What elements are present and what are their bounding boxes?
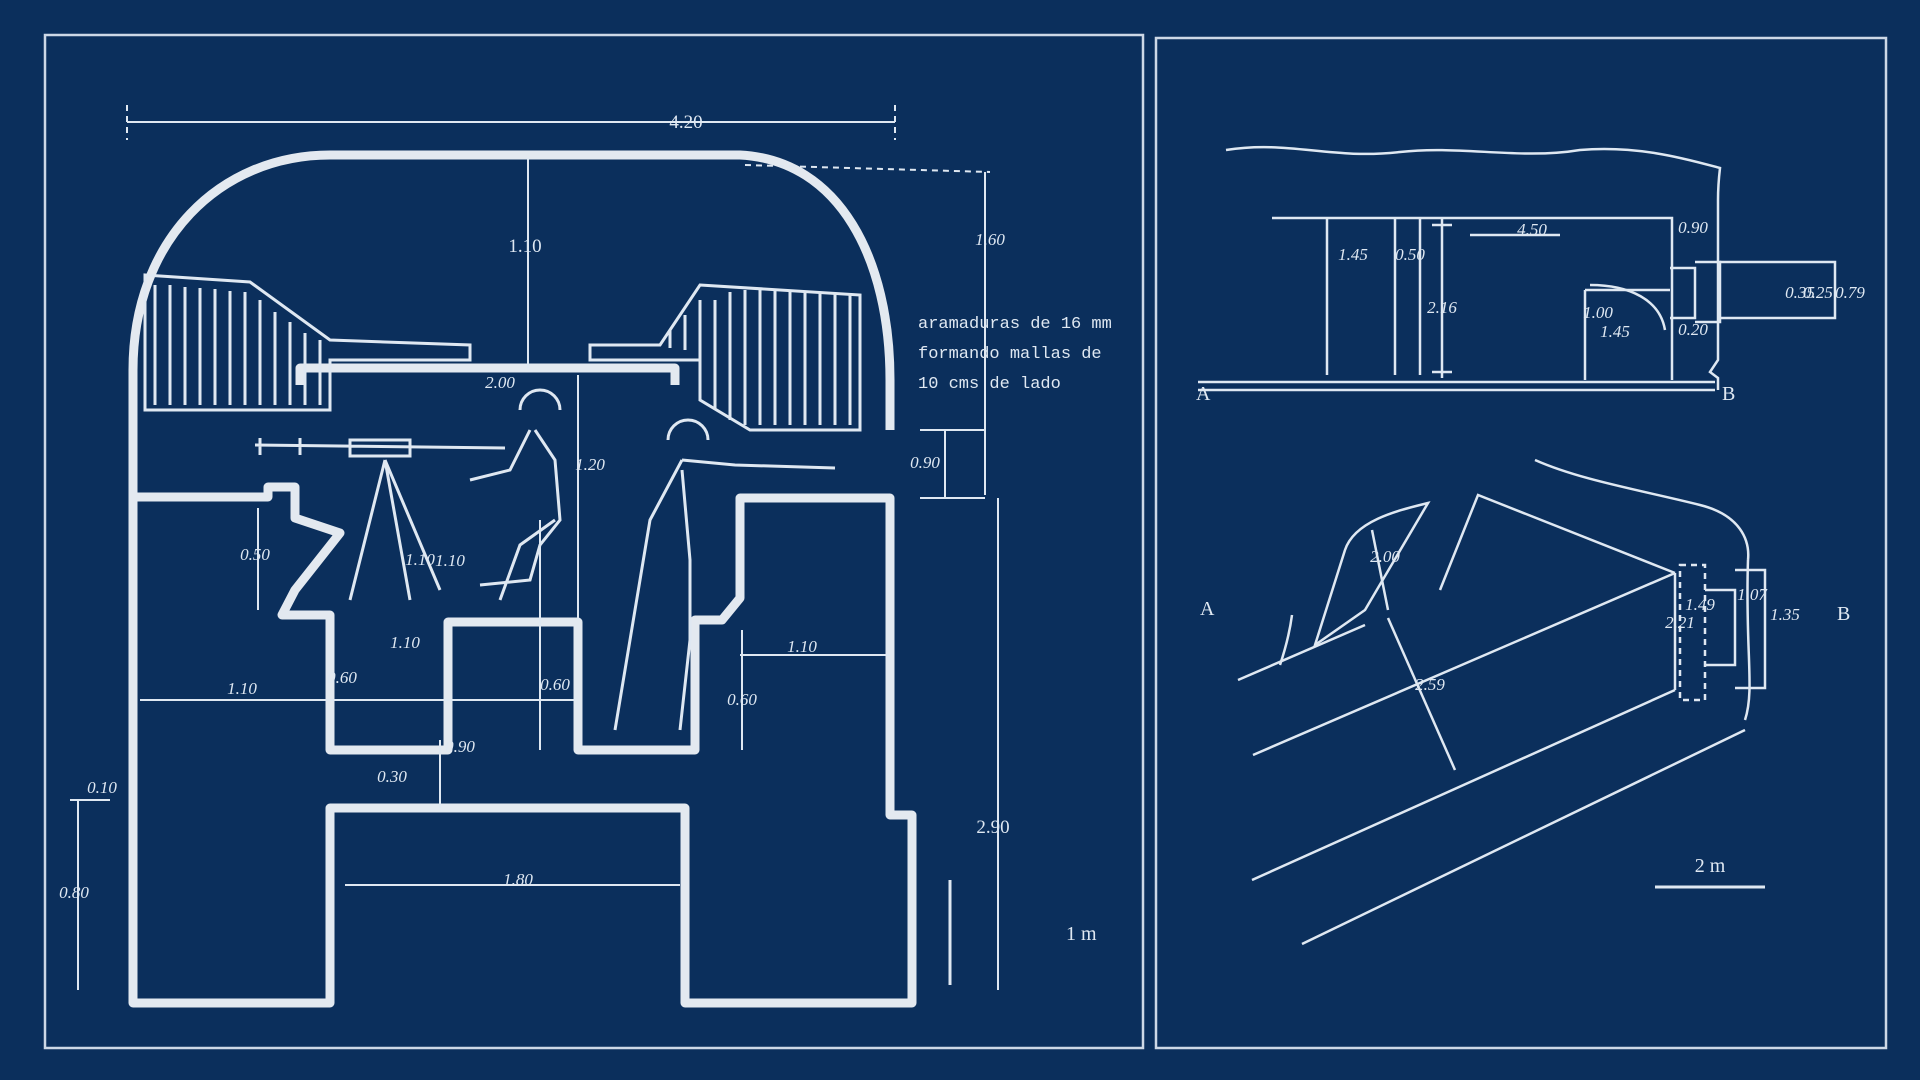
plan-w1: 2.21 <box>1665 613 1695 632</box>
dim-step-left: 0.60 <box>327 668 357 687</box>
soldier-standing <box>613 418 836 731</box>
dim-total-height: 2.90 <box>976 817 1009 838</box>
dim-floor-gap: 0.30 <box>377 767 407 786</box>
plan-w3: 1.07 <box>1737 585 1768 604</box>
plan-w2: 1.49 <box>1685 595 1715 614</box>
dim-left-height: 0.80 <box>59 883 89 902</box>
left-panel: 4.20 1.10 1.60 2.00 1.20 0.90 0.50 1.10 … <box>43 33 1145 1050</box>
plan-depth: 2.00 <box>1370 547 1400 566</box>
plan-label-b: B <box>1837 603 1850 625</box>
reinforcement-hatch <box>143 273 862 432</box>
section-emb-c: 0.25 <box>1803 283 1833 302</box>
dim-slot-width: 2.00 <box>485 373 515 392</box>
right-panel: A B 4.50 0.90 1.45 0.50 2.16 1.00 1.45 0… <box>1154 36 1888 1050</box>
dim-right-step: 0.60 <box>727 690 757 709</box>
section-label-a: A <box>1196 383 1211 405</box>
section-label-b: B <box>1722 383 1735 405</box>
rebar-note-line-3: 10 cms de lado <box>918 375 1061 394</box>
scale-label-2m: 2 m <box>1695 855 1726 877</box>
left-panel-frame <box>43 33 1145 1050</box>
dim-mount-h1: 1.10 <box>405 550 435 569</box>
section-emb-d: 0.79 <box>1835 283 1865 302</box>
dimension-lines <box>70 105 999 990</box>
dim-top-thickness: 1.10 <box>508 236 541 257</box>
plan-w4: 1.35 <box>1770 605 1800 624</box>
longitudinal-section <box>1198 145 1837 392</box>
section-width: 4.50 <box>1517 220 1547 239</box>
section-inner-w: 1.45 <box>1600 322 1630 341</box>
scale-label-1m: 1 m <box>1066 923 1097 945</box>
dim-gun-mid: 1.10 <box>435 551 465 570</box>
section-wall: 0.90 <box>1678 218 1708 237</box>
dim-platform-gap: 0.90 <box>445 737 475 756</box>
plan-label-a: A <box>1200 598 1215 620</box>
dim-mount-h2: 1.10 <box>390 633 420 652</box>
section-inner-h: 1.00 <box>1583 303 1613 322</box>
dim-small-top: 0.10 <box>87 778 117 797</box>
dim-overall-width: 4.20 <box>669 112 702 133</box>
dim-left-width: 1.10 <box>227 679 257 698</box>
dim-interior-height: 1.20 <box>575 455 605 474</box>
plan-diag: 2.59 <box>1415 675 1445 694</box>
dim-right-top: 1.60 <box>975 230 1005 249</box>
dim-base-width: 1.80 <box>503 870 533 889</box>
gunner-figures <box>254 388 836 731</box>
section-small-b: 0.50 <box>1395 245 1425 264</box>
right-panel-frame <box>1154 36 1888 1050</box>
dim-right-width: 1.10 <box>787 637 817 656</box>
dim-step-right: 0.60 <box>540 675 570 694</box>
rebar-note-line-2: formando mallas de <box>918 345 1102 364</box>
bunker-section-outline <box>128 150 917 1008</box>
section-emb-b: 0.35 <box>1785 283 1815 302</box>
machine-gun <box>254 438 506 458</box>
section-emb-a: 0.20 <box>1678 320 1708 339</box>
section-height: 2.16 <box>1427 298 1457 317</box>
section-small-a: 1.45 <box>1338 245 1368 264</box>
dim-mount-height: 0.50 <box>240 545 270 564</box>
soldier-seated <box>469 388 562 601</box>
plan-view <box>1237 458 1767 946</box>
dim-opening-height: 0.90 <box>910 453 940 472</box>
gun-tripod <box>348 459 442 601</box>
rebar-note-line-1: aramaduras de 16 mm <box>918 315 1112 334</box>
